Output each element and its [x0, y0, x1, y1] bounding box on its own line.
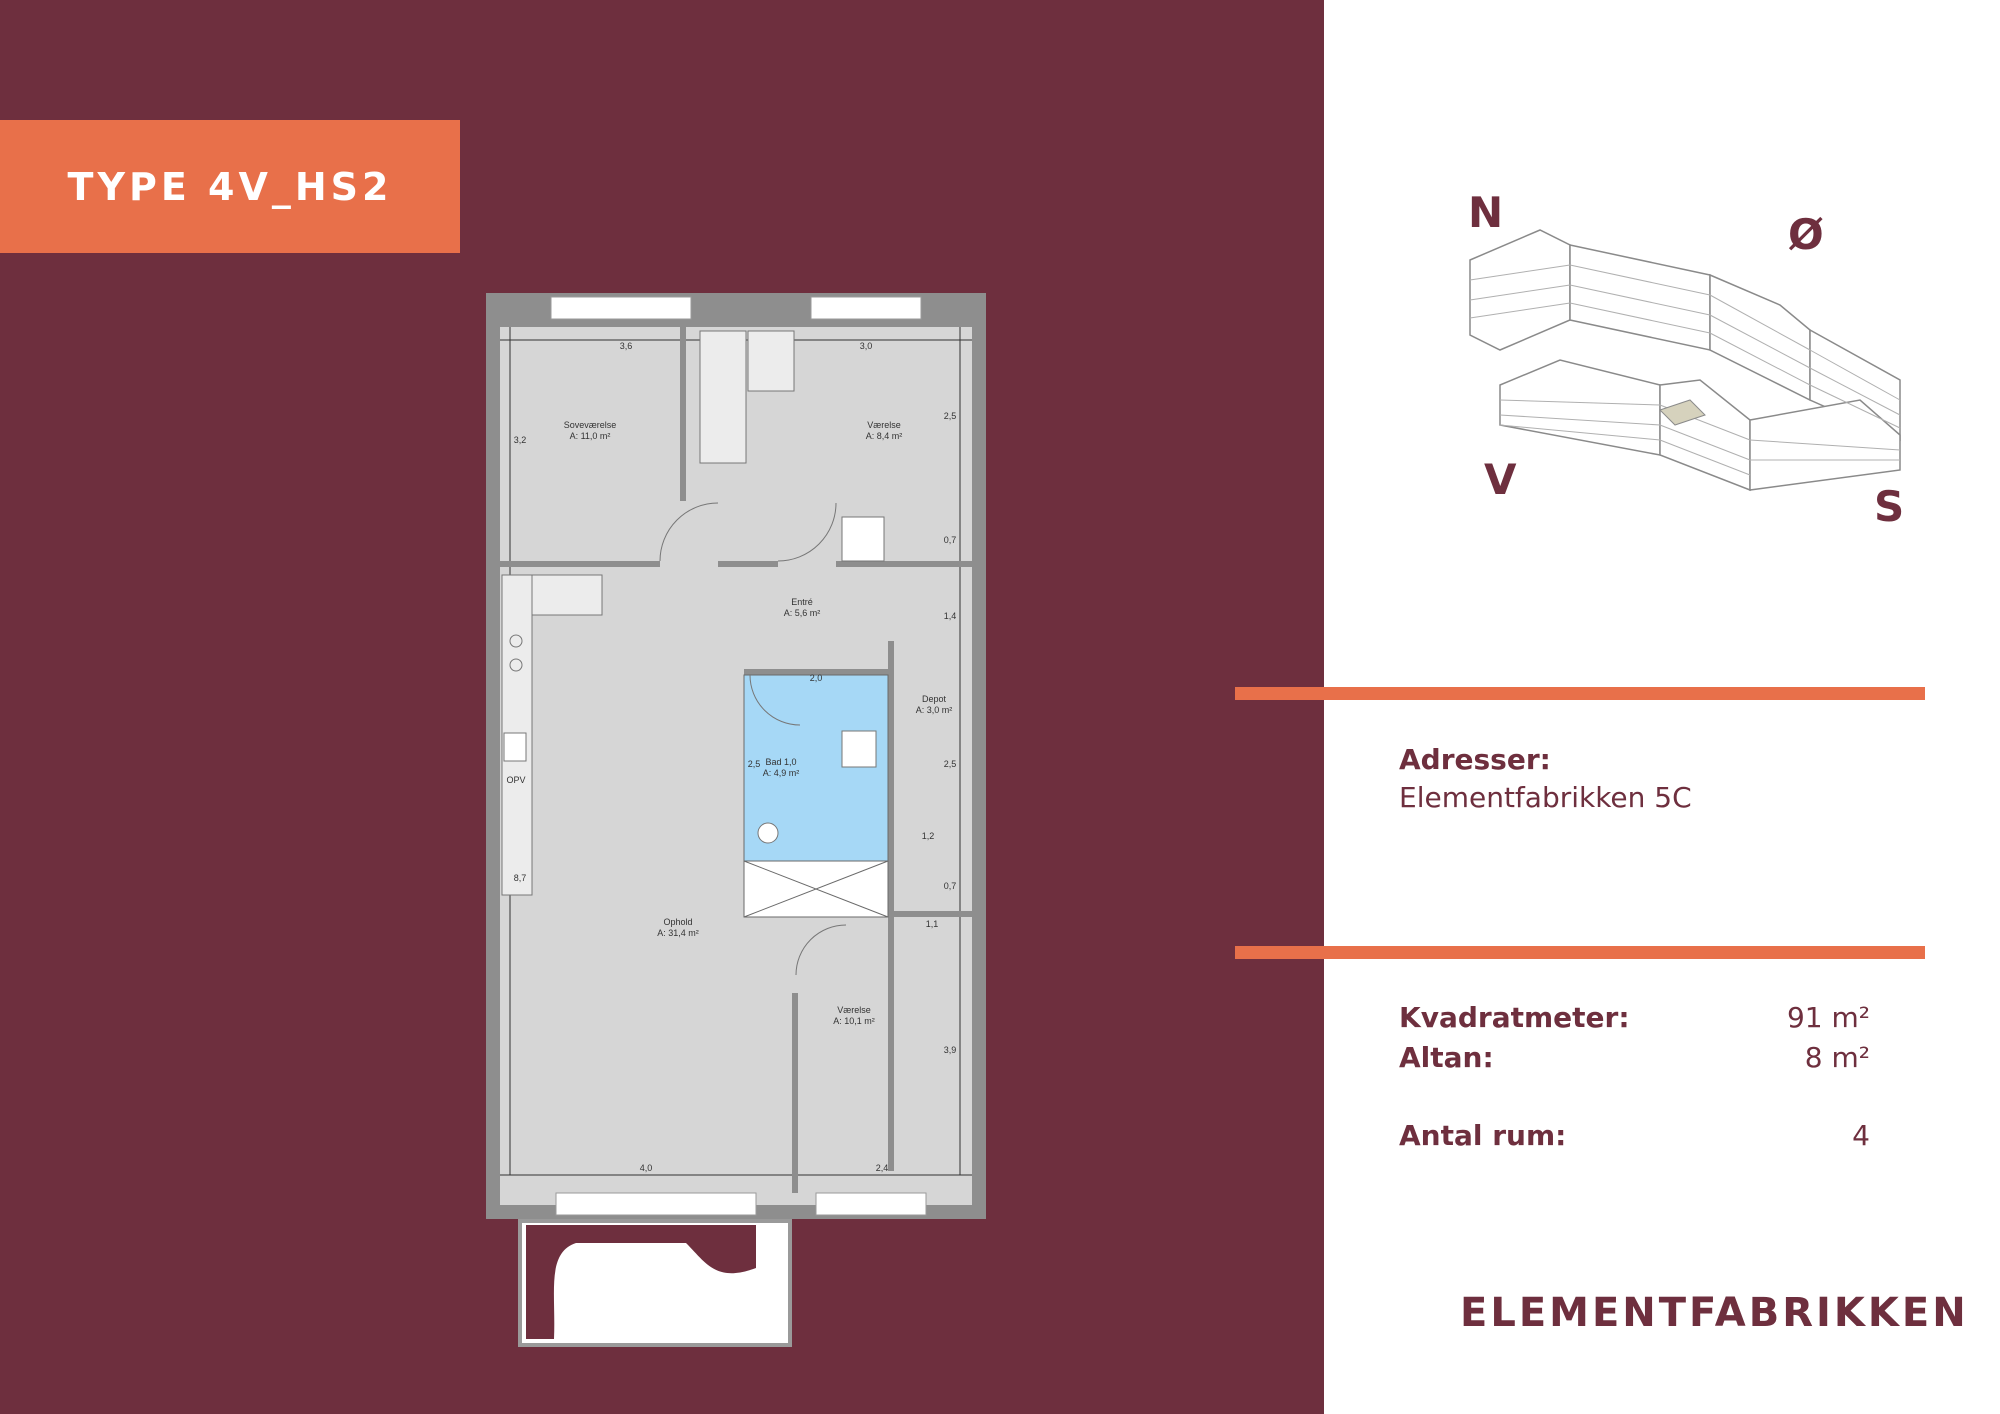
type-badge: TYPE 4V_HS2: [0, 120, 460, 253]
left-panel: TYPE 4V_HS2: [0, 0, 1324, 1414]
dimension-label: 4,0: [640, 1163, 653, 1173]
dimension-label: 0,7: [944, 881, 957, 891]
compass-east: Ø: [1788, 210, 1824, 259]
wall-bath-outline: [744, 669, 894, 675]
wall-bedroom-divider: [680, 327, 686, 501]
wall-depot-left: [888, 641, 894, 1171]
wardrobe-1: [699, 330, 747, 464]
wall-bedroom-bottom: [500, 561, 660, 567]
dimension-label: 2,0: [810, 673, 823, 683]
compass-south: S: [1874, 482, 1905, 531]
room-area: A: 5,6 m²: [784, 608, 821, 618]
address-label: Adresser:: [1399, 743, 1551, 776]
wardrobe-2: [747, 330, 795, 392]
type-label: TYPE 4V_HS2: [67, 164, 393, 209]
room-name: Depot: [922, 694, 947, 704]
room-name: Entré: [791, 597, 813, 607]
window-bottom-2: [815, 1192, 927, 1216]
dimension-label: 3,0: [860, 341, 873, 351]
dimension-label: 1,4: [944, 611, 957, 621]
room-area: A: 4,9 m²: [763, 768, 800, 778]
room-name: Værelse: [837, 1005, 871, 1015]
building-diagram: [1469, 229, 1901, 492]
address-value: Elementfabrikken 5C: [1399, 781, 1692, 814]
stat-label-sqm: Kvadratmeter:: [1399, 1001, 1630, 1034]
brand-logo: ELEMENTFABRIKKEN: [1460, 1290, 1969, 1336]
closet: [841, 516, 885, 562]
dimension-label: 2,5: [748, 759, 761, 769]
divider-top: [1235, 687, 1925, 700]
dimension-label: 0,7: [944, 535, 957, 545]
dimension-label: 1,2: [922, 831, 935, 841]
kitchen-label: OPV: [506, 775, 525, 785]
stat-value-rooms: 4: [1852, 1119, 1870, 1152]
wall-bedroom-bottom-2: [718, 561, 778, 567]
dimension-label: 3,2: [514, 435, 527, 445]
room-area: A: 31,4 m²: [657, 928, 699, 938]
stat-label-balcony: Altan:: [1399, 1041, 1494, 1074]
room-name: Soveværelse: [564, 420, 617, 430]
divider-bottom: [1235, 946, 1925, 959]
room-name: Ophold: [663, 917, 692, 927]
room-name: Værelse: [867, 420, 901, 430]
stat-value-sqm: 91 m²: [1786, 1001, 1870, 1034]
room-area: A: 11,0 m²: [570, 431, 611, 441]
room-area: A: 8,4 m²: [866, 431, 903, 441]
floor-plan: Soveværelse A: 11,0 m² Værelse A: 8,4 m²…: [486, 293, 986, 1347]
dimension-label: 3,6: [620, 341, 633, 351]
wall-room-bottom: [836, 561, 972, 567]
window-top-1: [550, 296, 692, 320]
room-name: Bad 1,0: [765, 757, 796, 767]
unit-highlight: [1659, 399, 1706, 426]
compass-north: N: [1468, 188, 1504, 237]
room-area: A: 3,0 m²: [916, 705, 953, 715]
room-area: A: 10,1 m²: [833, 1016, 875, 1026]
stat-value-balcony: 8 m²: [1804, 1041, 1870, 1074]
window-top-2: [810, 296, 922, 320]
dimension-label: 2,5: [944, 759, 957, 769]
dimension-label: 3,9: [944, 1045, 957, 1055]
dimension-label: 2,4: [876, 1163, 889, 1173]
kitchen-top: [531, 574, 603, 616]
compass-west: V: [1484, 455, 1517, 504]
dimension-label: 1,1: [926, 919, 939, 929]
stat-label-rooms: Antal rum:: [1399, 1119, 1567, 1152]
wall-lower-room-left: [792, 993, 798, 1193]
dimension-label: 8,7: [514, 873, 527, 883]
dimension-label: 2,5: [944, 411, 957, 421]
window-bottom-1: [555, 1192, 757, 1216]
